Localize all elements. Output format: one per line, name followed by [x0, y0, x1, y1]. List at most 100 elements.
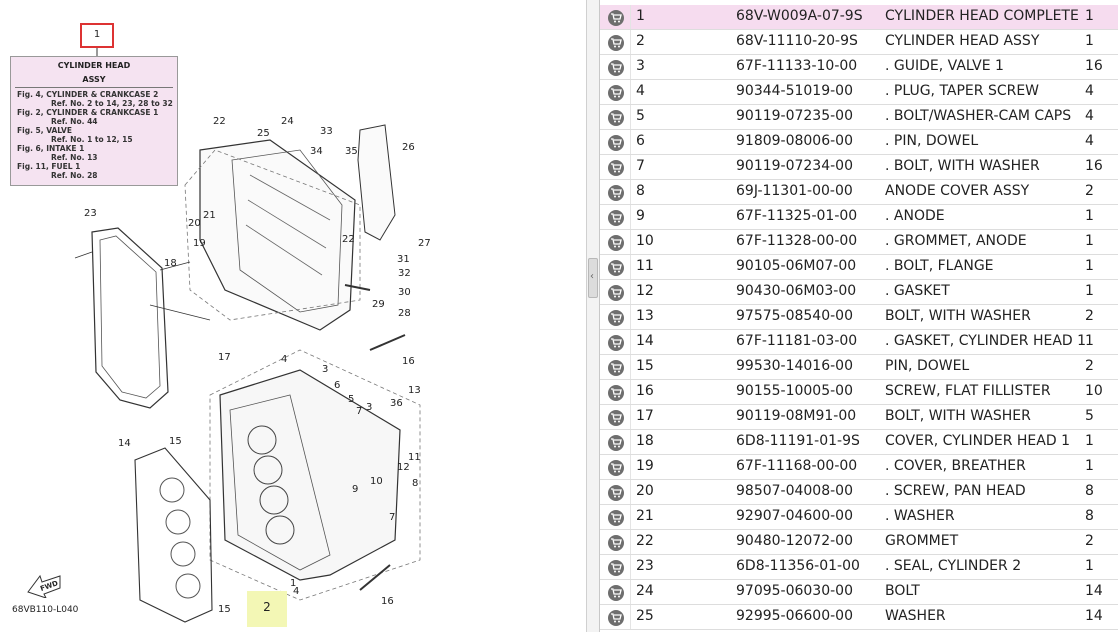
cart-icon[interactable]	[608, 135, 624, 151]
callout-number[interactable]: 16	[402, 356, 415, 367]
callout-number[interactable]: 29	[372, 299, 385, 310]
callout-number[interactable]: 7	[356, 406, 363, 417]
cart-icon[interactable]	[608, 285, 624, 301]
callout-number[interactable]: 15	[169, 436, 182, 447]
cart-icon[interactable]	[608, 310, 624, 326]
callout-number[interactable]: 16	[381, 596, 394, 607]
callout-number[interactable]: 22	[342, 234, 355, 245]
callout-number[interactable]: 13	[408, 385, 421, 396]
callout-number[interactable]: 26	[402, 142, 415, 153]
cart-icon[interactable]	[608, 410, 624, 426]
callout-number[interactable]: 24	[281, 116, 294, 127]
callout-number[interactable]: 4	[281, 354, 288, 365]
description-cell: . GROMMET, ANODE	[885, 233, 1027, 249]
callout-number[interactable]: 11	[408, 452, 421, 463]
callout-number[interactable]: 12	[397, 462, 410, 473]
cart-icon[interactable]	[608, 35, 624, 51]
cart-icon[interactable]	[608, 260, 624, 276]
callout-number[interactable]: 30	[398, 287, 411, 298]
cart-icon[interactable]	[608, 110, 624, 126]
cart-icon[interactable]	[608, 435, 624, 451]
callout-number[interactable]: 17	[218, 352, 231, 363]
callout-number[interactable]: 33	[320, 126, 333, 137]
cart-icon[interactable]	[608, 10, 624, 26]
cart-icon[interactable]	[608, 335, 624, 351]
cart-icon[interactable]	[608, 485, 624, 501]
callout-number[interactable]: 6	[334, 380, 341, 391]
callout-number[interactable]: 14	[118, 438, 131, 449]
callout-number[interactable]: 9	[352, 484, 359, 495]
cart-icon[interactable]	[608, 210, 624, 226]
callout-number[interactable]: 23	[84, 208, 97, 219]
cart-icon[interactable]	[608, 185, 624, 201]
callout-number[interactable]: 1	[290, 578, 297, 589]
ref-number-cell: 12	[636, 283, 654, 299]
column-divider	[630, 380, 631, 404]
cart-icon[interactable]	[608, 610, 624, 626]
callout-number[interactable]: 36	[390, 398, 403, 409]
callout-number[interactable]: 18	[164, 258, 177, 269]
callout-number[interactable]: 5	[348, 394, 355, 405]
cart-icon[interactable]	[608, 585, 624, 601]
callout-number[interactable]: 34	[310, 146, 323, 157]
cart-icon[interactable]	[608, 460, 624, 476]
callout-number[interactable]: 3	[366, 402, 373, 413]
callout-number[interactable]: 35	[345, 146, 358, 157]
callout-number[interactable]: 27	[418, 238, 431, 249]
callout-number[interactable]: 3	[322, 364, 329, 375]
callout-number[interactable]: 32	[398, 268, 411, 279]
cart-icon[interactable]	[608, 60, 624, 76]
callout-number[interactable]: 22	[213, 116, 226, 127]
callout-number[interactable]: 7	[389, 512, 396, 523]
cart-icon[interactable]	[608, 235, 624, 251]
callout-number[interactable]: 25	[257, 128, 270, 139]
callout-number[interactable]: 28	[398, 308, 411, 319]
exploded-diagram[interactable]: 1 CYLINDER HEAD ASSY Fig. 4, CYLINDER & …	[0, 0, 586, 632]
cart-icon[interactable]	[608, 160, 624, 176]
cart-icon[interactable]	[608, 85, 624, 101]
cart-icon[interactable]	[608, 560, 624, 576]
cart-icon[interactable]	[608, 510, 624, 526]
callout-number[interactable]: 19	[193, 238, 206, 249]
cart-icon[interactable]	[608, 385, 624, 401]
cart-icon[interactable]	[608, 360, 624, 376]
callout-number[interactable]: 15	[218, 604, 231, 615]
highlighted-callout[interactable]: 2	[247, 591, 287, 627]
callout-number[interactable]: 21	[203, 210, 216, 221]
callout-number[interactable]: 10	[370, 476, 383, 487]
callout-number[interactable]: 31	[397, 254, 410, 265]
callout-number[interactable]: 8	[412, 478, 419, 489]
pane-splitter[interactable]: ‹	[586, 0, 600, 632]
splitter-handle[interactable]: ‹	[588, 258, 598, 298]
callout-number[interactable]: 20	[188, 218, 201, 229]
cart-icon[interactable]	[608, 535, 624, 551]
quantity-cell: 16	[1085, 58, 1103, 74]
callout-number[interactable]: 4	[293, 586, 300, 597]
